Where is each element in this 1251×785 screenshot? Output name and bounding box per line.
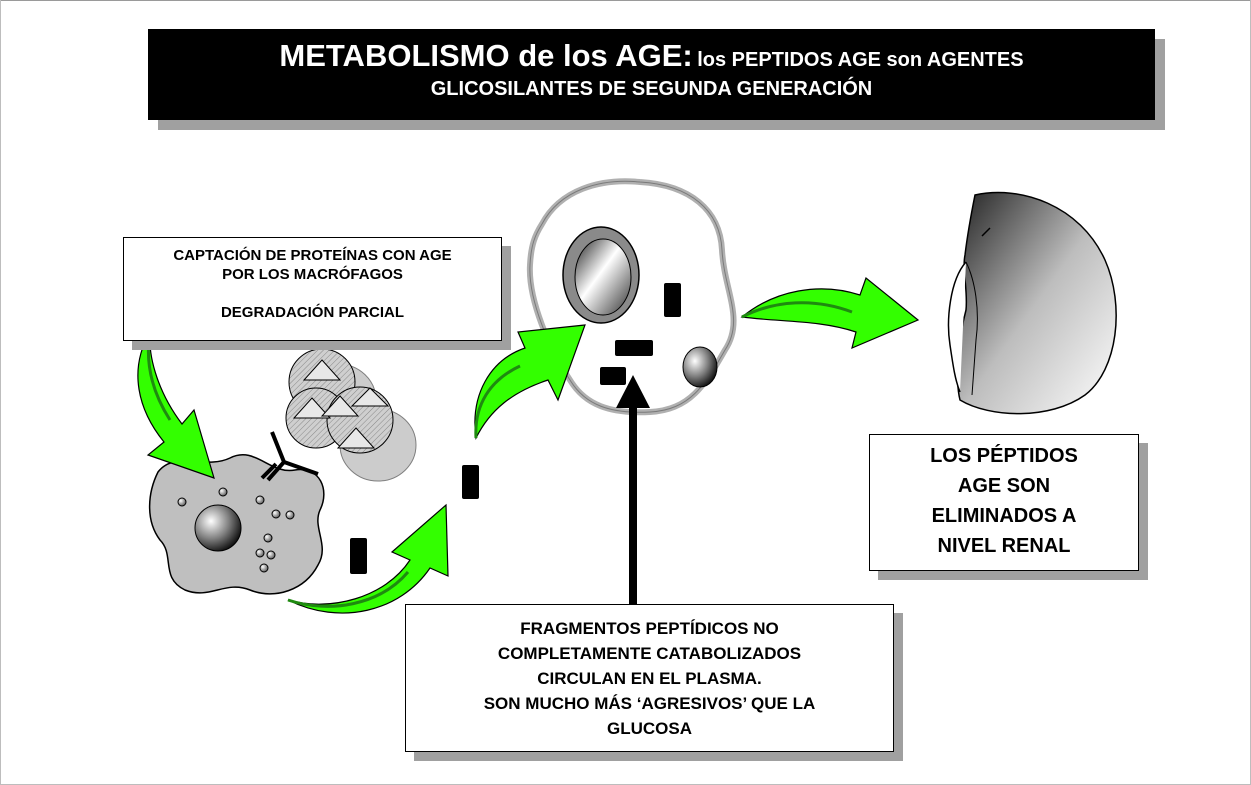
curved-arrow-3 [474,324,586,440]
renal-line3: ELIMINADOS A [931,505,1077,527]
renal-box: LOS PÉPTIDOS AGE SON ELIMINADOS A NIVEL … [869,434,1139,571]
fragmentos-line1: FRAGMENTOS PEPTÍDICOS NO [520,619,779,638]
curved-arrow-4 [740,276,920,350]
captacion-line1: CAPTACIÓN DE PROTEÍNAS CON AGE [173,247,452,264]
endothelial-cell [526,178,737,416]
kidney-icon [947,191,1117,415]
renal-text: LOS PÉPTIDOS AGE SON ELIMINADOS A NIVEL … [870,441,1138,561]
peptide-fragments [350,283,681,574]
fragmentos-line2: COMPLETAMENTE CATABOLIZADOS [497,644,802,663]
captacion-line3: DEGRADACIÓN PARCIAL [220,304,405,321]
black-arrow-up [616,375,650,604]
fragmentos-line3: CIRCULAN EN EL PLASMA. [537,669,762,688]
curved-arrow-2 [287,503,449,614]
frame-top [0,0,1251,1]
fragmentos-line4: SON MUCHO MÁS ‘AGRESIVOS’ QUE LA [483,694,816,713]
title-main: METABOLISMO de los AGE: [279,38,693,73]
title-line2: GLICOSILANTES DE SEGUNDA GENERACIÓN [430,78,873,100]
curved-arrow-1 [137,331,215,479]
renal-line2: AGE SON [957,475,1051,497]
fragmentos-box: FRAGMENTOS PEPTÍDICOS NO COMPLETAMENTE C… [405,604,894,752]
antibody-receptor [260,431,319,482]
fragmentos-line5: GLUCOSA [607,719,692,738]
captacion-gap [124,284,501,303]
fragmentos-text: FRAGMENTOS PEPTÍDICOS NO COMPLETAMENTE C… [406,616,893,741]
title-line1: METABOLISMO de los AGE: los PEPTIDOS AGE… [148,38,1155,74]
frame-left [0,0,1,785]
captacion-box: CAPTACIÓN DE PROTEÍNAS CON AGE POR LOS M… [123,237,502,341]
renal-line1: LOS PÉPTIDOS [930,445,1078,467]
title-banner: METABOLISMO de los AGE: los PEPTIDOS AGE… [148,29,1155,120]
macrophage-cell [148,453,325,595]
renal-line4: NIVEL RENAL [937,535,1071,557]
captacion-line2: POR LOS MACRÓFAGOS [222,266,403,283]
title-rest: los PEPTIDOS AGE son AGENTES [697,49,1024,71]
age-protein-cluster [285,348,417,482]
